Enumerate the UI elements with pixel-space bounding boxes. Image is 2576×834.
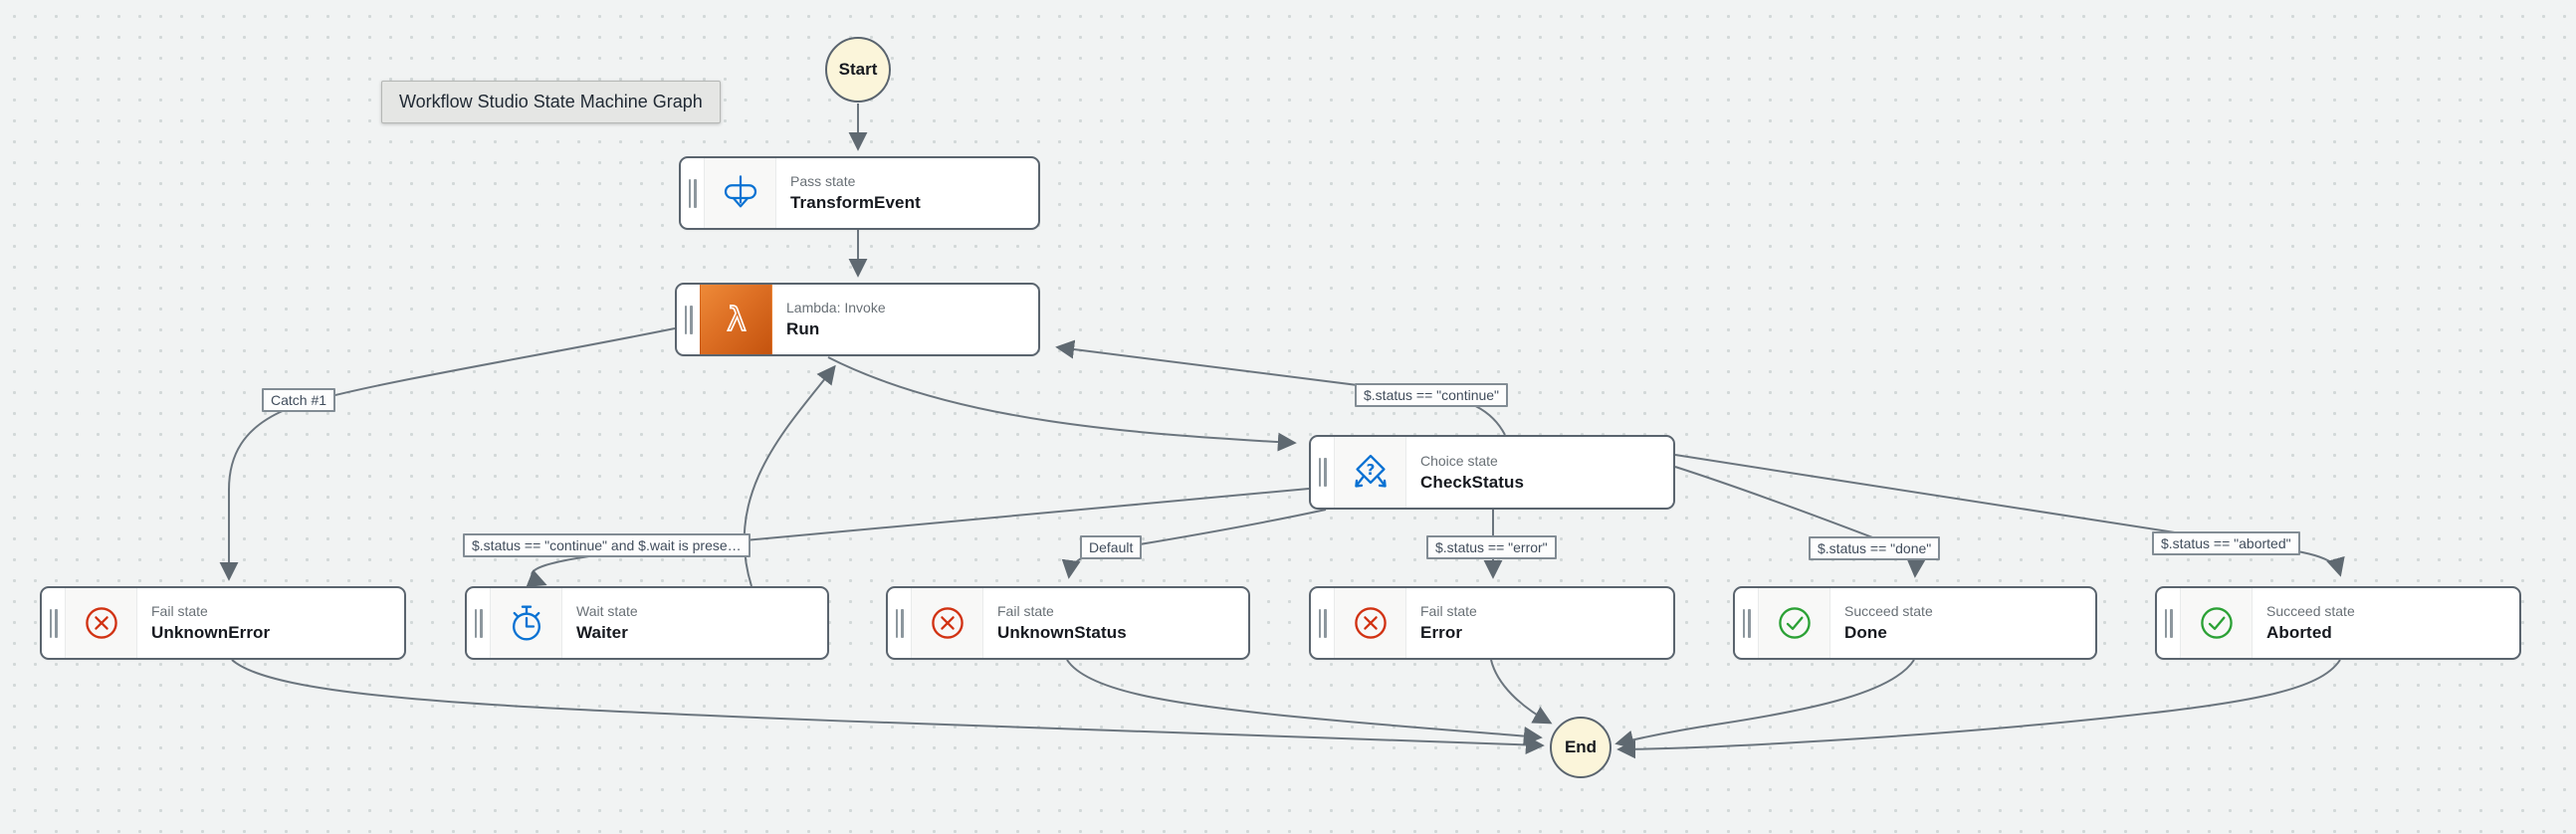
state-name: UnknownError (151, 623, 271, 642)
drag-handle-icon[interactable] (42, 588, 65, 658)
edge-unknownerror-to-end (231, 659, 1545, 754)
state-type-label: Fail state (997, 603, 1054, 619)
drag-handle-icon[interactable] (888, 588, 911, 658)
state-name: Waiter (576, 623, 628, 642)
choice-icon: ? (1334, 437, 1406, 508)
state-node-unknownerror[interactable]: Fail state UnknownError (40, 586, 406, 660)
edge-label-status-error: $.status == "error" (1426, 535, 1557, 559)
edge-label-default: Default (1080, 535, 1143, 559)
state-node-waiter[interactable]: Wait state Waiter (465, 586, 829, 660)
state-name: UnknownStatus (997, 623, 1127, 642)
state-type-label: Wait state (576, 603, 638, 619)
start-node: Start (825, 37, 891, 103)
edge-aborted-to-end (1616, 659, 2341, 759)
edge-waiter-to-run (743, 364, 836, 587)
succeed-icon (2180, 588, 2253, 658)
state-type-label: Fail state (151, 603, 208, 619)
edge-label-status-continue-wait: $.status == "continue" and $.wait is pre… (463, 533, 751, 557)
state-name: Aborted (2266, 623, 2332, 642)
state-type-label: Lambda: Invoke (786, 300, 886, 315)
pass-icon (704, 158, 776, 228)
edge-error-to-end (1490, 659, 1553, 725)
fail-icon (1334, 588, 1406, 658)
state-name: CheckStatus (1420, 472, 1525, 492)
graph-tooltip: Workflow Studio State Machine Graph (381, 81, 721, 123)
drag-handle-icon[interactable] (1311, 588, 1334, 658)
edge-label-status-done: $.status == "done" (1809, 536, 1941, 560)
edge-label-status-continue: $.status == "continue" (1355, 383, 1509, 407)
svg-text:λ: λ (727, 300, 747, 338)
state-type-label: Pass state (790, 173, 856, 189)
state-name: Done (1844, 623, 1887, 642)
fail-icon (911, 588, 983, 658)
lambda-icon: λ (700, 285, 772, 354)
succeed-icon (1758, 588, 1830, 658)
state-node-unknownstatus[interactable]: Fail state UnknownStatus (886, 586, 1250, 660)
drag-handle-icon[interactable] (1311, 437, 1334, 508)
drag-handle-icon[interactable] (2157, 588, 2180, 658)
edge-run-to-checkstatus (827, 356, 1297, 452)
drag-handle-icon[interactable] (681, 158, 704, 228)
state-type-label: Fail state (1420, 603, 1477, 619)
state-name: Error (1420, 623, 1463, 642)
state-node-done[interactable]: Succeed state Done (1733, 586, 2097, 660)
edge-done-to-end (1614, 659, 1915, 749)
edge-label-status-aborted: $.status == "aborted" (2152, 531, 2300, 555)
end-node: End (1550, 717, 1611, 778)
svg-text:?: ? (1366, 460, 1375, 478)
wait-icon (490, 588, 562, 658)
drag-handle-icon[interactable] (1735, 588, 1758, 658)
state-node-checkstatus[interactable]: ? Choice state CheckStatus (1309, 435, 1675, 510)
state-node-run[interactable]: λ Lambda: Invoke Run (675, 283, 1040, 356)
state-node-error[interactable]: Fail state Error (1309, 586, 1675, 660)
state-name: Run (786, 319, 820, 338)
state-type-label: Succeed state (1844, 603, 1933, 619)
state-node-aborted[interactable]: Succeed state Aborted (2155, 586, 2521, 660)
state-node-transformevent[interactable]: Pass state TransformEvent (679, 156, 1040, 230)
state-type-label: Choice state (1420, 452, 1498, 469)
drag-handle-icon[interactable] (677, 285, 700, 354)
edge-label-catch-1: Catch #1 (262, 388, 336, 412)
edge-unknownstatus-to-end (1066, 659, 1543, 745)
drag-handle-icon[interactable] (467, 588, 490, 658)
edge-checkstatus-to-aborted (1674, 454, 2345, 577)
state-type-label: Succeed state (2266, 603, 2355, 619)
fail-icon (65, 588, 137, 658)
state-name: TransformEvent (790, 193, 921, 212)
